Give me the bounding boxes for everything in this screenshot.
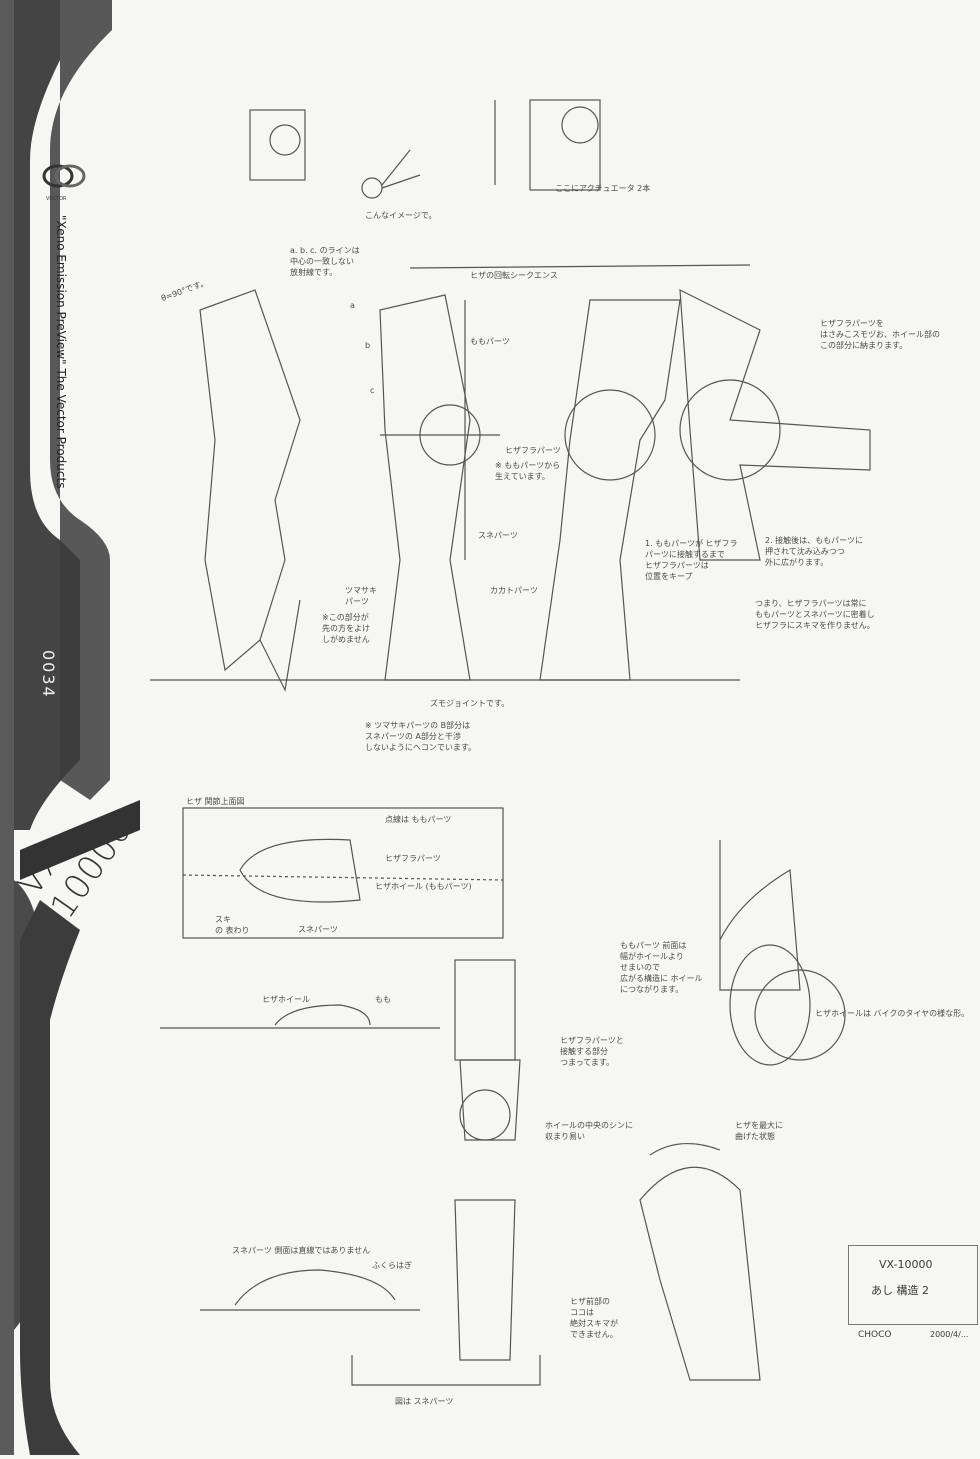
sidebar-graphic xyxy=(0,0,140,1455)
top-view-frame xyxy=(182,807,504,939)
label-calf: ふくらはぎ xyxy=(372,1261,412,1270)
thigh-wheel-sketch xyxy=(719,840,846,1066)
note-knee-front: ヒザ前部の ココは 絶対スキマが できません。 xyxy=(570,1297,618,1339)
date: 2000/4/... xyxy=(930,1330,969,1339)
label-shin-part: スネパーツ xyxy=(478,531,518,540)
note-knee-sequence: ヒザの回転シークエンス xyxy=(470,271,558,280)
leg-figure-1 xyxy=(199,289,301,692)
knee-wheel-side xyxy=(274,1004,371,1026)
top-actuator-sketch xyxy=(249,99,601,199)
knee-top-view xyxy=(182,838,504,903)
note-step2: 2. 接触後は、ももパーツに 押されて沈み込みつつ 外に広がります。 xyxy=(765,536,864,567)
label-heel-part: カカトパーツ xyxy=(490,586,538,595)
note-shin-side: スネパーツ 側面は直線ではありません xyxy=(232,1246,371,1255)
vector-logo-icon xyxy=(38,160,90,196)
max-bend-sketch xyxy=(639,1166,761,1381)
label-thigh-part: ももパーツ xyxy=(470,337,510,346)
note-joint: ズモジョイントです。 xyxy=(430,699,510,708)
note-wheel-center: ホイールの中央のシンに 収まり易い xyxy=(545,1121,633,1141)
sequence-arrow xyxy=(409,264,751,269)
label-kneecap-part: ヒザフラパーツ xyxy=(505,446,561,455)
bracket-line xyxy=(351,1355,541,1386)
note-shin-figure: 図は スネパーツ xyxy=(395,1397,454,1406)
title-subject: あし 構造 2 xyxy=(871,1284,929,1297)
note-interference: ※ ツマサキパーツの B部分は スネパーツの A部分と干渉 しないようにヘコンで… xyxy=(365,721,477,752)
note-contact: ヒザフラパーツと 接触する部分 つまってます。 xyxy=(560,1036,624,1067)
label-toe-part: ツマサキ パーツ xyxy=(345,586,377,606)
label-thigh-side: もも xyxy=(375,995,391,1004)
label-knee-wheel-side: ヒザホイール xyxy=(262,995,310,1004)
label-c: c xyxy=(370,386,375,395)
note-kneecap-fits: ヒザフラパーツを はさみこスモヅお、ホイール部の この部分に納まります。 xyxy=(820,319,940,350)
label-shin: スネパーツ xyxy=(298,925,338,934)
note-radial-lines: a. b. c. のラインは 中心の一致しない 放射線です。 xyxy=(290,246,360,277)
note-thigh-front: ももパーツ 前面は 幅がホイールより せまいので 広がる構造に ホイール につな… xyxy=(620,941,703,994)
calf-sketch xyxy=(234,1269,396,1306)
note-dotted-line: 点線は ももパーツ xyxy=(385,815,452,824)
label-knee-wheel: ヒザホイール (ももパーツ) xyxy=(375,882,472,891)
shin-part-sketch xyxy=(454,959,521,1141)
label-gap: スキ の 表わり xyxy=(215,915,250,935)
note-actuator: ここにアクチュエータ 2本 xyxy=(555,184,651,193)
bend-arrow xyxy=(649,1142,721,1156)
title-block: VX-10000 あし 構造 2 xyxy=(848,1245,978,1325)
title-model: VX-10000 xyxy=(879,1258,933,1271)
note-conclusion: つまり、ヒザフラパーツは常に ももパーツとスネパーツに密着し ヒザフラにスキマを… xyxy=(755,599,875,630)
leg-figure-2 xyxy=(379,294,500,681)
sidebar-band: VECTOR "Xeno Emission PreView" The Vecto… xyxy=(0,0,150,1455)
top-view-title: ヒザ 関節上面図 xyxy=(186,797,245,806)
note-toe: ※この部分が 先の方をよけ しがめません xyxy=(322,613,370,644)
author: CHOCO xyxy=(858,1330,892,1340)
note-image: こんなイメージで。 xyxy=(365,211,437,220)
leg-figure-3 xyxy=(539,299,681,681)
label-b: b xyxy=(365,341,371,350)
note-step1: 1. ももパーツが ヒザフラ パーツに接触するまで ヒザフラパーツは 位置をキー… xyxy=(645,539,738,581)
leg-figure-4 xyxy=(679,288,871,561)
shin-front-sketch xyxy=(454,1199,516,1361)
note-max-bend: ヒザを最大に 曲げた状態 xyxy=(735,1121,783,1141)
logo-text: VECTOR xyxy=(46,196,67,202)
label-a: a xyxy=(350,301,355,310)
label-kneecap: ヒザフラパーツ xyxy=(385,854,441,863)
note-grows-from-thigh: ※ ももパーツから 生えています。 xyxy=(495,461,561,481)
note-wheel-shape: ヒザホイールは バイクのタイヤの様な形。 xyxy=(815,1009,970,1018)
